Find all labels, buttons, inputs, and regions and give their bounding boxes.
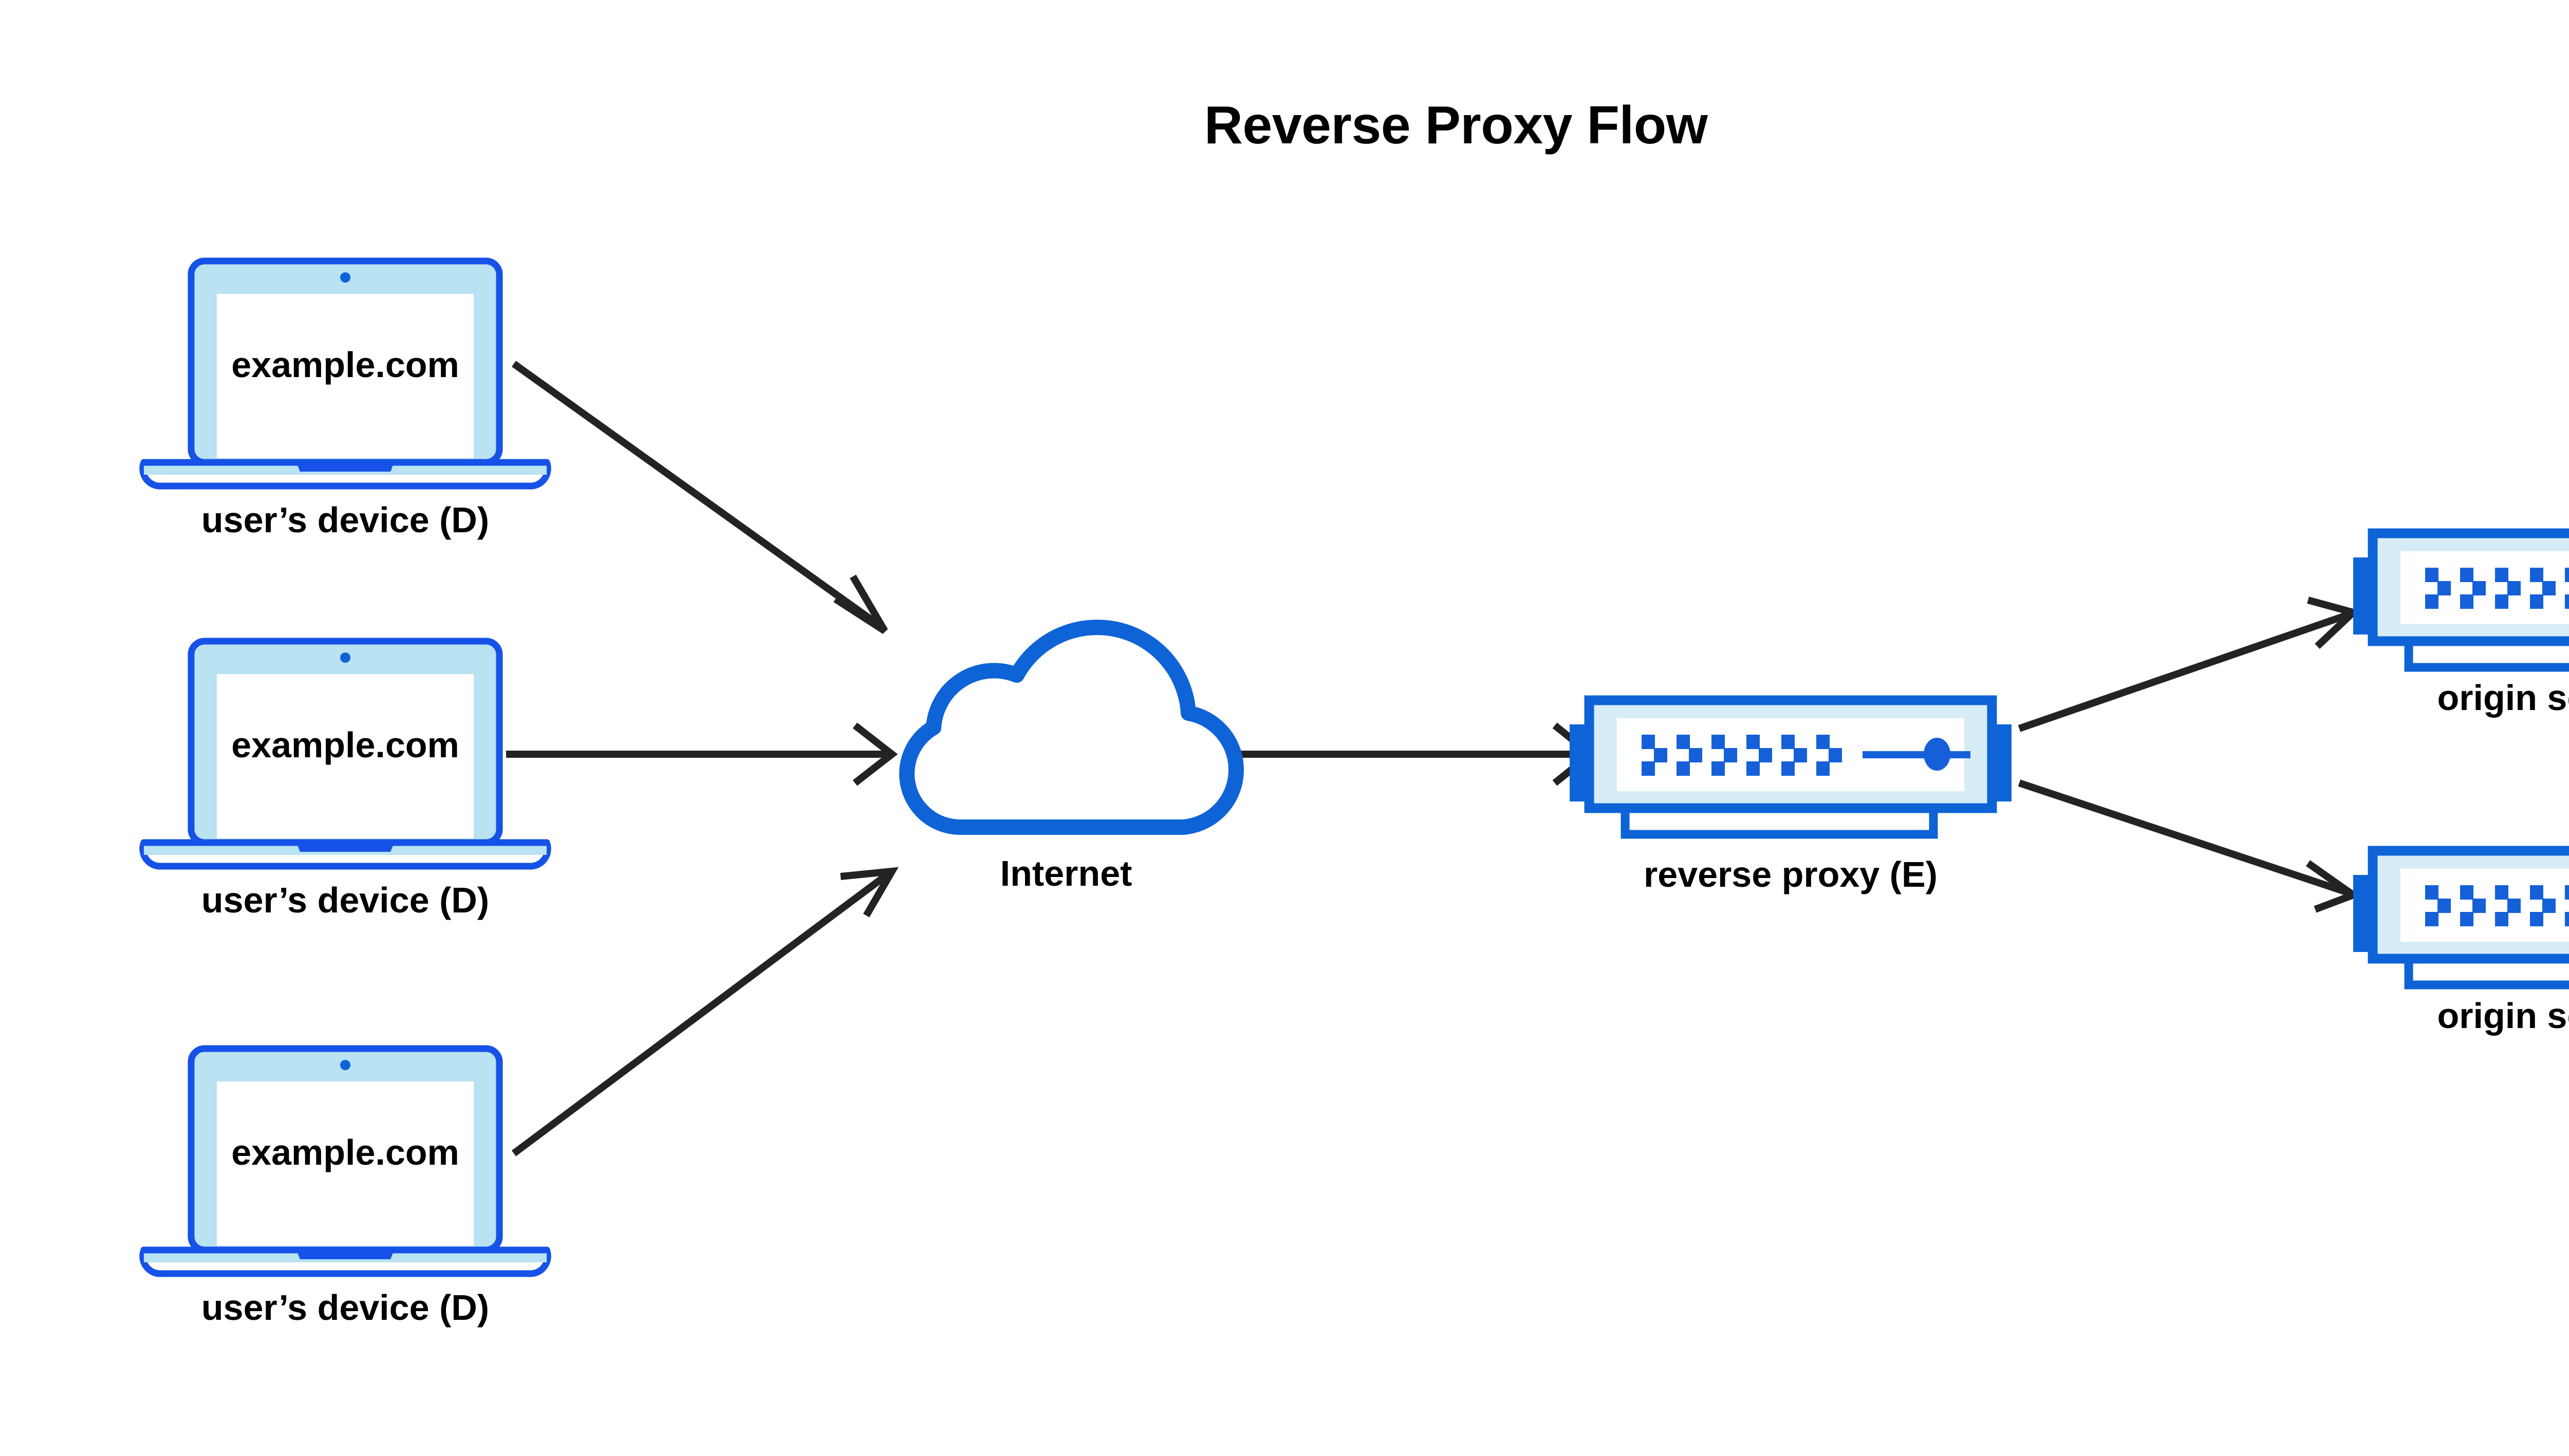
edge-device3-to-cloud	[511, 867, 899, 1156]
screen-text-device-1: example.com	[231, 345, 459, 385]
node-label-device-2: user’s device (D)	[201, 880, 490, 920]
page-title: Reverse Proxy Flow	[1204, 96, 1708, 155]
node-label-device-3: user’s device (D)	[201, 1287, 490, 1328]
node-label-reverse-proxy: reverse proxy (E)	[1644, 854, 1938, 894]
node-label-device-1: user’s device (D)	[201, 500, 490, 540]
node-label-origin-server-1: origin server (F)	[2437, 678, 2569, 718]
node-internet-cloud[interactable]	[907, 627, 1236, 827]
node-reverse-proxy[interactable]	[1570, 700, 2012, 834]
edge-proxy-to-origin1	[2018, 596, 2360, 732]
node-origin-server-1[interactable]	[2353, 533, 2569, 667]
edge-proxy-to-origin2	[2018, 779, 2361, 913]
edge-device1-to-cloud	[511, 361, 888, 634]
screen-text-device-2: example.com	[231, 725, 459, 765]
node-origin-server-2[interactable]	[2353, 851, 2569, 985]
node-label-origin-server-2: origin server (F)	[2437, 996, 2569, 1036]
screen-text-device-3: example.com	[231, 1132, 459, 1172]
edge-device2-to-cloud	[506, 722, 898, 786]
edge-cloud-to-proxy	[1232, 722, 1597, 786]
node-label-internet-cloud: Internet	[1000, 853, 1132, 893]
